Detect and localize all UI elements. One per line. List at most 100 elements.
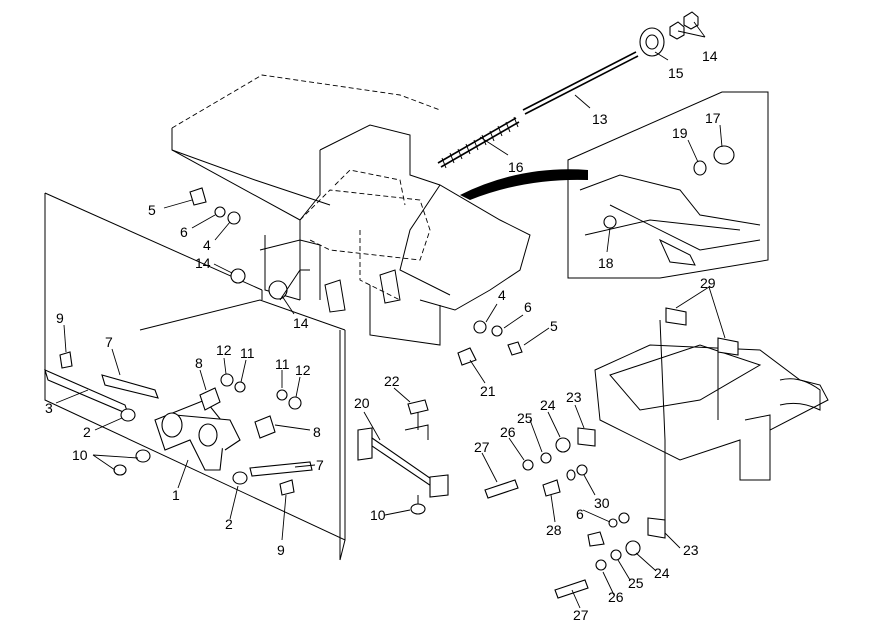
callout-23: 23 — [683, 542, 699, 558]
main-frame-assembly — [171, 11, 699, 313]
stopper — [407, 399, 429, 415]
callout-4: 4 — [203, 237, 211, 253]
left-assembly — [44, 187, 346, 541]
callout-28: 28 — [546, 522, 562, 538]
lock-washer — [566, 469, 576, 481]
spring — [437, 116, 520, 169]
screw — [507, 341, 523, 356]
callout-27: 27 — [573, 607, 589, 623]
callout-13: 13 — [592, 111, 608, 127]
bracket-plate — [717, 337, 739, 356]
callout-2: 2 — [83, 424, 91, 440]
callout-labels: 14 15 13 1 6 17 19 18 5 6 4 14 14 4 6 5 2… — [45, 48, 721, 623]
bracket-plate — [665, 307, 687, 326]
callout-11: 11 — [275, 356, 290, 372]
nut — [683, 11, 699, 30]
lock-washer — [214, 206, 226, 218]
leader-lines — [55, 21, 726, 609]
callout-19: 19 — [672, 125, 688, 141]
callout-29: 29 — [700, 275, 716, 291]
nut — [220, 373, 234, 387]
washer — [276, 389, 288, 401]
nut — [669, 21, 685, 40]
callout-1: 1 — [172, 487, 180, 503]
callout-4: 4 — [498, 287, 506, 303]
bushing — [120, 408, 136, 422]
roller — [254, 415, 276, 439]
screw — [59, 351, 73, 369]
screw — [135, 449, 151, 463]
screw — [279, 479, 295, 496]
bracket-plate — [647, 517, 666, 539]
callout-10: 10 — [72, 447, 88, 463]
nut — [268, 280, 288, 300]
washer — [522, 459, 534, 471]
callout-6: 6 — [180, 224, 188, 240]
callout-6: 6 — [576, 506, 584, 522]
detail-inset — [460, 91, 769, 279]
callout-14: 14 — [293, 315, 309, 331]
callout-18: 18 — [598, 255, 614, 271]
screw — [189, 187, 207, 206]
callout-9: 9 — [277, 542, 285, 558]
callout-14: 14 — [195, 255, 211, 271]
callout-14: 14 — [702, 48, 718, 64]
bushing — [232, 471, 248, 485]
screw — [587, 531, 605, 547]
callout-12: 12 — [216, 342, 232, 358]
callout-6: 6 — [524, 299, 532, 315]
washer — [473, 320, 487, 334]
collar — [555, 437, 571, 453]
callout-8: 8 — [313, 424, 321, 440]
callout-22: 22 — [384, 373, 400, 389]
e-ring — [603, 215, 617, 229]
lock-washer — [608, 518, 618, 528]
shaft-rod — [522, 51, 637, 111]
callout-27: 27 — [474, 439, 490, 455]
bracket-plate — [577, 427, 596, 447]
callout-21: 21 — [480, 383, 496, 399]
callout-30: 30 — [594, 495, 610, 511]
washer — [618, 512, 630, 524]
callout-5: 5 — [148, 202, 156, 218]
callout-10: 10 — [370, 507, 386, 523]
lever — [101, 374, 159, 399]
callout-24: 24 — [540, 397, 556, 413]
washer — [595, 559, 607, 571]
callout-2: 2 — [225, 516, 233, 532]
screw — [113, 464, 127, 476]
screw — [542, 479, 561, 497]
bushing — [610, 549, 622, 561]
callout-23: 23 — [566, 389, 582, 405]
lever — [249, 461, 313, 477]
callout-7: 7 — [105, 334, 113, 350]
detail-pointer-arrow — [460, 169, 588, 200]
callout-3: 3 — [45, 400, 53, 416]
callout-17: 17 — [705, 110, 721, 126]
roller — [199, 387, 221, 411]
lock-washer — [491, 325, 503, 337]
mounting-plate — [357, 427, 373, 461]
callout-15: 15 — [668, 65, 684, 81]
callout-7: 7 — [316, 457, 324, 473]
callout-9: 9 — [56, 310, 64, 326]
callout-12: 12 — [295, 362, 311, 378]
callout-24: 24 — [654, 565, 670, 581]
callout-5: 5 — [550, 318, 558, 334]
callout-25: 25 — [628, 575, 644, 591]
collar — [693, 160, 707, 176]
callout-25: 25 — [517, 410, 533, 426]
callout-8: 8 — [195, 355, 203, 371]
bolt — [554, 579, 589, 599]
shaft — [44, 369, 129, 415]
nut — [288, 396, 302, 410]
nut — [230, 268, 246, 284]
callout-11: 11 — [240, 345, 255, 361]
right-frame-assembly — [484, 307, 829, 599]
callout-20: 20 — [354, 395, 370, 411]
callout-26: 26 — [608, 589, 624, 605]
center-bracket — [339, 285, 523, 561]
washer — [227, 211, 241, 225]
collar — [625, 540, 641, 556]
